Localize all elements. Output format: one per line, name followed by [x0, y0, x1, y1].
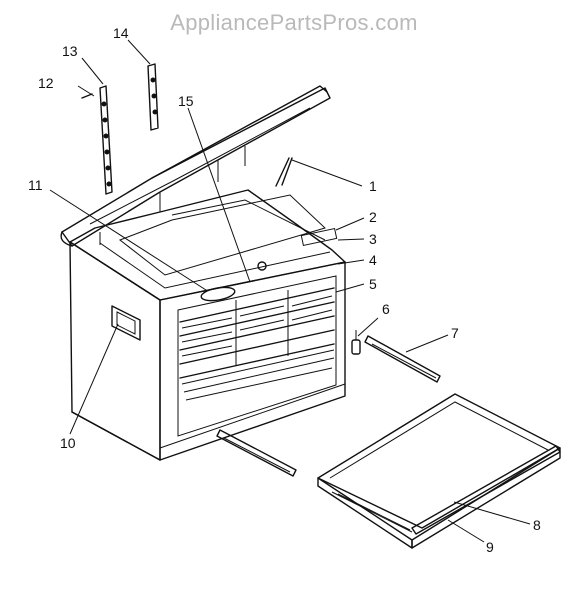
watermark: AppliancePartsPros.com [170, 10, 418, 35]
drawer-tray [317, 393, 561, 549]
hinge-strip-13 [99, 85, 113, 195]
hinge-strip-14 [147, 63, 159, 131]
callout-12: 12 [38, 75, 54, 91]
callout-6: 6 [382, 301, 390, 317]
callout-1: 1 [369, 178, 377, 194]
leader-lines [49, 39, 531, 543]
nameplate [300, 227, 338, 247]
callout-11: 11 [28, 177, 43, 193]
callout-4: 4 [369, 252, 377, 268]
callout-2: 2 [369, 209, 377, 225]
callout-10: 10 [60, 435, 76, 451]
callout-8: 8 [533, 517, 541, 533]
screw-12 [81, 93, 93, 99]
callout-3: 3 [369, 231, 377, 247]
callout-9: 9 [486, 539, 494, 555]
badge-oval [200, 286, 236, 302]
drawer-stack [179, 287, 335, 401]
lid-support [281, 157, 293, 186]
callout-13: 13 [62, 43, 78, 59]
drawer-slide-7 [364, 335, 441, 383]
chest-lid [60, 85, 331, 247]
side-handle [111, 305, 141, 341]
chest-cabinet [69, 189, 346, 461]
callout-15: 15 [178, 93, 194, 109]
callout-14: 14 [113, 25, 129, 41]
callout-7: 7 [451, 325, 459, 341]
lock-cylinder [257, 261, 267, 271]
drawer-slide-loose [216, 429, 297, 477]
latch-6 [351, 330, 361, 355]
callout-labels: 1 2 3 4 5 6 7 8 9 10 11 12 13 14 15 [28, 25, 541, 555]
callout-5: 5 [369, 276, 377, 292]
